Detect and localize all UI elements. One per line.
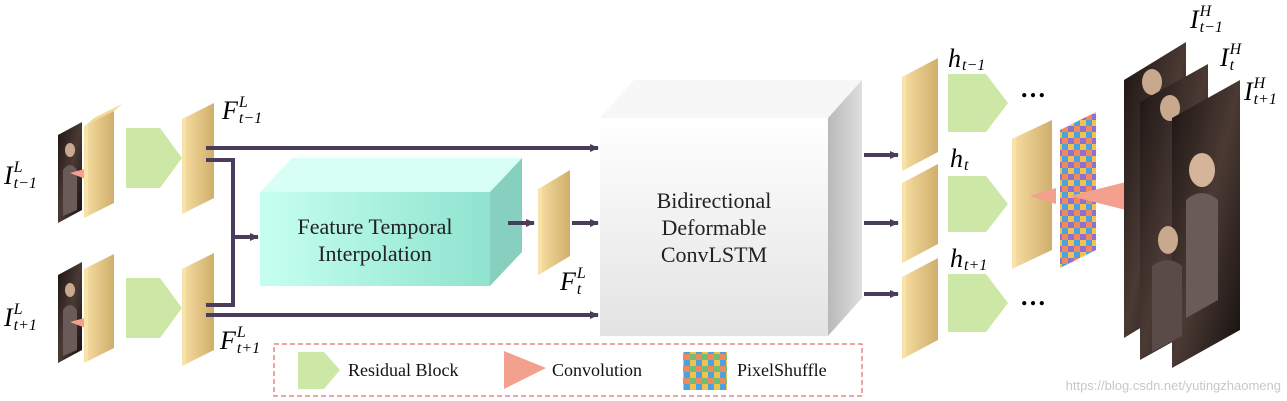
ellipsis-top: … bbox=[1020, 74, 1047, 103]
residual-block bbox=[948, 74, 1008, 132]
convlstm-box-label: Bidirectional Deformable ConvLSTM bbox=[600, 187, 828, 268]
label-hidden-next: h t+1 bbox=[950, 244, 988, 274]
feature-map bbox=[84, 104, 122, 218]
lstm-out-arrows bbox=[864, 151, 899, 298]
ellipsis-bottom: … bbox=[1020, 282, 1047, 311]
residual-block bbox=[948, 176, 1008, 232]
feature-map-f-t bbox=[538, 170, 570, 275]
convlstm-label-line3: ConvLSTM bbox=[660, 242, 768, 267]
convlstm-label-line1: Bidirectional bbox=[656, 188, 772, 213]
watermark: https://blog.csdn.net/yutingzhaomeng bbox=[1065, 378, 1281, 393]
legend-residual-label: Residual Block bbox=[348, 360, 459, 380]
legend-pixelshuffle-icon bbox=[683, 352, 727, 390]
pixelshuffle-grid bbox=[1060, 112, 1096, 268]
residual-block bbox=[948, 274, 1008, 332]
convolution-shape bbox=[70, 317, 88, 329]
feature-map-f-prev bbox=[182, 103, 214, 214]
convolution-shape bbox=[70, 168, 88, 180]
output-frame-next bbox=[1152, 80, 1240, 368]
convolution-shape bbox=[1030, 188, 1056, 204]
connector-lines bbox=[206, 144, 599, 319]
fti-box bbox=[260, 158, 522, 286]
fti-box-label: Feature Temporal Interpolation bbox=[260, 213, 490, 267]
fti-label-line1: Feature Temporal bbox=[297, 214, 453, 239]
convlstm-label-line2: Deformable bbox=[661, 215, 767, 240]
feature-map-h-next bbox=[902, 258, 938, 359]
feature-map bbox=[84, 254, 114, 363]
fti-label-line2: Interpolation bbox=[318, 241, 432, 266]
input-frame-prev bbox=[58, 122, 82, 223]
feature-map-final bbox=[1012, 120, 1052, 269]
feature-map-f-next bbox=[182, 253, 214, 366]
feature-map-h-t bbox=[902, 164, 938, 263]
label-hidden-prev: h t−1 bbox=[948, 44, 986, 74]
residual-block bbox=[126, 278, 182, 338]
label-hidden-t: h t bbox=[950, 144, 969, 174]
convolution-shape bbox=[1070, 180, 1134, 212]
legend-convolution-label: Convolution bbox=[552, 360, 643, 380]
feature-map-h-prev bbox=[902, 58, 938, 171]
input-frame-next bbox=[58, 262, 82, 363]
legend-pixelshuffle-label: PixelShuffle bbox=[737, 360, 827, 380]
residual-block bbox=[126, 128, 182, 188]
legend-convolution-icon bbox=[504, 351, 546, 389]
convlstm-box bbox=[600, 80, 862, 336]
legend-residual-icon bbox=[298, 352, 340, 389]
